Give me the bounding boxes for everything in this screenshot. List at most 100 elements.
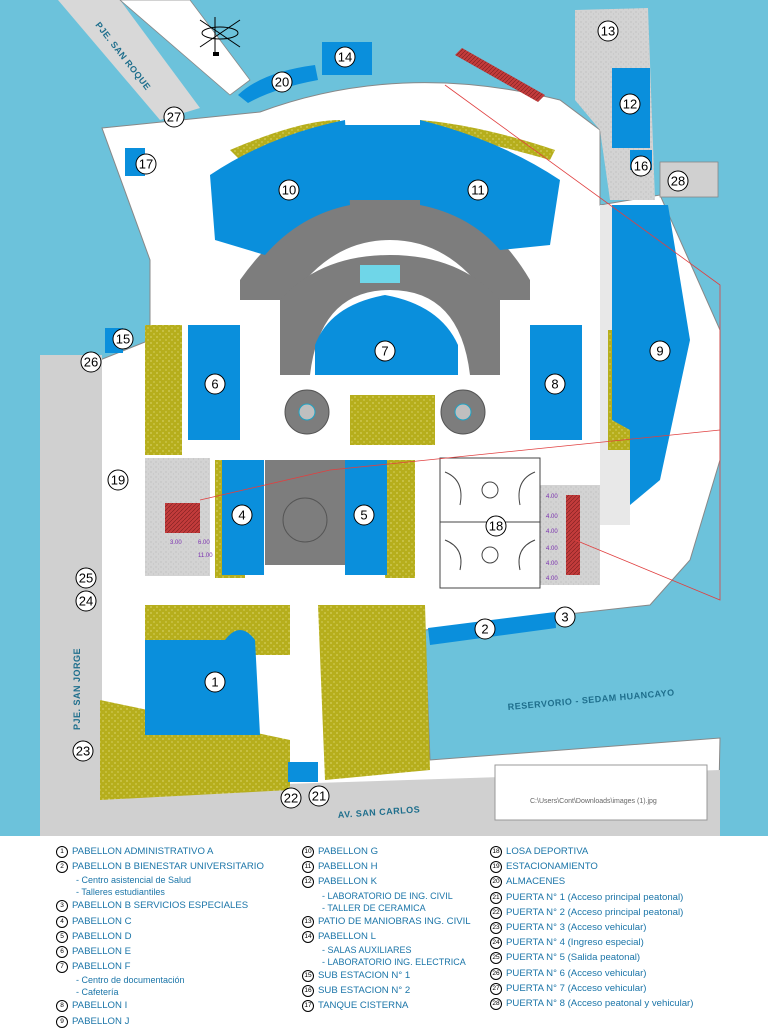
marker-21: 21 bbox=[308, 785, 330, 807]
hatched-parking bbox=[566, 495, 580, 575]
marker-8: 8 bbox=[544, 373, 566, 395]
marker-10: 10 bbox=[278, 179, 300, 201]
legend-subitem-text: - TALLER DE CERAMICA bbox=[322, 902, 426, 913]
dimension-label: 4.00 bbox=[546, 546, 558, 552]
pje-san-roque-road bbox=[58, 0, 200, 120]
marker-label: 10 bbox=[282, 183, 296, 198]
legend-number: 2 bbox=[56, 861, 68, 874]
legend-item-text: PUERTA N° 7 (Acceso vehicular) bbox=[506, 982, 647, 994]
legend-item-text: PATIO DE MANIOBRAS ING. CIVIL bbox=[318, 915, 471, 927]
marker-27: 27 bbox=[163, 106, 185, 128]
marker-3: 3 bbox=[554, 606, 576, 628]
marker-13: 13 bbox=[597, 20, 619, 42]
street-label-san-jorge: PJE. SAN JORGE bbox=[72, 648, 82, 730]
marker-label: 18 bbox=[489, 519, 503, 534]
dimension-label: 4.00 bbox=[546, 494, 558, 500]
legend-number: 10 bbox=[302, 846, 314, 858]
legend-number: 21 bbox=[490, 891, 502, 904]
legend-number: 14 bbox=[302, 930, 314, 943]
marker-7: 7 bbox=[374, 340, 396, 362]
marker-6: 6 bbox=[204, 373, 226, 395]
legend-subitem-text: - SALAS AUXILIARES bbox=[322, 944, 412, 955]
marker-label: 5 bbox=[360, 508, 367, 523]
legend-number: 17 bbox=[302, 1000, 314, 1013]
pabellon-11 bbox=[420, 120, 560, 250]
dimension-label: 11.00 bbox=[198, 553, 213, 559]
campus-map: PJE. SAN ROQUE PJE. SAN JORGE AV. SAN CA… bbox=[0, 0, 768, 836]
legend-number: 27 bbox=[490, 982, 502, 995]
marker-4: 4 bbox=[231, 504, 253, 526]
marker-25: 25 bbox=[75, 567, 97, 589]
legend-item-text: PABELLON G bbox=[318, 846, 379, 857]
marker-23: 23 bbox=[72, 740, 94, 762]
marker-9: 9 bbox=[649, 340, 671, 362]
dimension-label: 4.00 bbox=[546, 514, 558, 520]
pabellon-10-center bbox=[345, 125, 420, 200]
legend-number: 22 bbox=[490, 906, 502, 919]
hatched-zone bbox=[165, 503, 200, 533]
amphitheater-ring bbox=[280, 255, 500, 375]
survey-line bbox=[444, 84, 721, 601]
marker-17: 17 bbox=[135, 153, 157, 175]
dimension-label: 4.00 bbox=[546, 576, 558, 582]
legend-item-text: PABELLON E bbox=[72, 945, 132, 957]
marker-label: 16 bbox=[634, 159, 648, 174]
fountain-left-inner bbox=[298, 403, 316, 421]
marker-label: 15 bbox=[116, 332, 130, 347]
marker-28: 28 bbox=[667, 170, 689, 192]
marker-15: 15 bbox=[112, 328, 134, 350]
legend-number: 20 bbox=[490, 876, 502, 889]
fountain-right-inner bbox=[454, 403, 472, 421]
plaza-circle bbox=[282, 497, 328, 543]
legend-item-text: PUERTA N° 4 (Ingreso especial) bbox=[506, 937, 644, 949]
marker-label: 3 bbox=[561, 610, 568, 625]
legend-item-text: PABELLON J bbox=[72, 1015, 130, 1027]
dimension-label: 4.00 bbox=[546, 561, 558, 567]
legend-item-text: PABELLON F bbox=[72, 961, 131, 973]
legend-number: 24 bbox=[490, 937, 502, 950]
legend-number: 11 bbox=[302, 861, 314, 874]
legend-item-text: PABELLON H bbox=[318, 861, 378, 873]
marker-label: 19 bbox=[111, 473, 125, 488]
legend-number: 3 bbox=[56, 900, 68, 913]
legend-number: 4 bbox=[56, 915, 68, 928]
legend-number: 12 bbox=[302, 876, 314, 889]
pabellon-7 bbox=[315, 295, 458, 375]
marker-18: 18 bbox=[485, 515, 507, 537]
marker-5: 5 bbox=[353, 504, 375, 526]
compass-icon bbox=[199, 17, 241, 56]
court-key bbox=[444, 539, 462, 571]
legend-item-text: PABELLON B SERVICIOS ESPECIALES bbox=[72, 900, 249, 912]
marker-label: 26 bbox=[84, 355, 98, 370]
legend-item-text: PUERTA N° 8 (Acceso peatonal y vehicular… bbox=[506, 997, 694, 1009]
pje-san-roque-road-top bbox=[119, 0, 251, 96]
marker-label: 12 bbox=[623, 97, 637, 112]
marker-label: 20 bbox=[275, 75, 289, 90]
marker-26: 26 bbox=[80, 351, 102, 373]
marker-16: 16 bbox=[630, 155, 652, 177]
legend-subitem-text: - LABORATORIO ING. ELECTRICA bbox=[322, 956, 466, 967]
legend-number: 8 bbox=[56, 1000, 68, 1013]
marker-19: 19 bbox=[107, 469, 129, 491]
legend-subitem-text: - LABORATORIO DE ING. CIVIL bbox=[322, 890, 453, 901]
legend-item-text: SUB ESTACION N° 2 bbox=[318, 985, 411, 997]
legend-number: 7 bbox=[56, 961, 68, 974]
marker-24: 24 bbox=[75, 590, 97, 612]
marker-11: 11 bbox=[467, 179, 489, 201]
court-center bbox=[481, 481, 499, 499]
marker-label: 8 bbox=[551, 377, 558, 392]
legend-item-text: PUERTA N° 1 (Acceso principal peatonal) bbox=[506, 891, 684, 903]
gate-21-22 bbox=[288, 762, 318, 782]
marker-label: 7 bbox=[381, 344, 388, 359]
legend-number: 5 bbox=[56, 930, 68, 943]
amphitheater bbox=[240, 195, 530, 300]
marker-label: 28 bbox=[671, 174, 685, 189]
marker-label: 2 bbox=[481, 622, 488, 637]
legend-item-text: PABELLON ADMINISTRATIVO A bbox=[72, 846, 214, 857]
legend-number: 15 bbox=[302, 969, 314, 982]
marker-label: 4 bbox=[238, 508, 245, 523]
image-path-text: C:\Users\Cont\Downloads\images (1).jpg bbox=[530, 798, 657, 805]
marker-label: 13 bbox=[601, 24, 615, 39]
legend-item-text: ALMACENES bbox=[506, 876, 566, 888]
